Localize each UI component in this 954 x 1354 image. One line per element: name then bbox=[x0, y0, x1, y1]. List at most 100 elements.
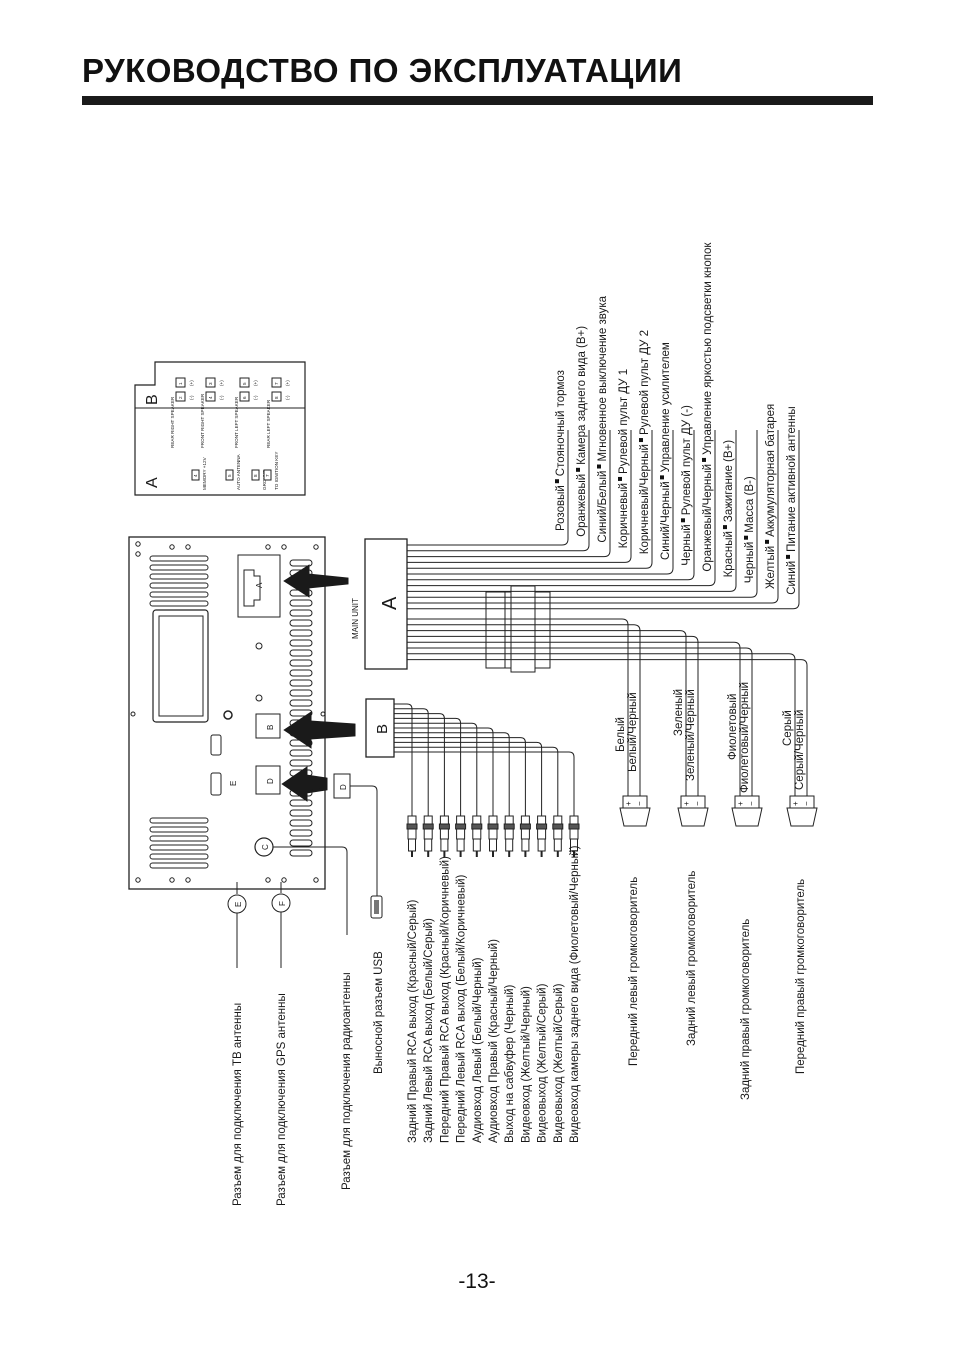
label-separator bbox=[744, 535, 748, 540]
pinout-a-label: AUTO ANTENNA bbox=[236, 453, 241, 490]
panel-hole bbox=[135, 551, 141, 557]
wire-color-label: Коричневый/Черный bbox=[639, 444, 651, 554]
panel-vent bbox=[289, 629, 313, 637]
speaker-connector-2: +− bbox=[677, 795, 709, 827]
title-rule bbox=[82, 96, 873, 105]
wire-function-label: Питание активной антенны bbox=[786, 406, 798, 552]
wire-a-8 bbox=[407, 430, 716, 587]
wire-color-label: Коричневый bbox=[618, 483, 630, 548]
speaker-wire-8 bbox=[407, 659, 808, 796]
panel-vent bbox=[149, 582, 209, 589]
panel-vent bbox=[289, 839, 313, 847]
wire-color-label: Оранжевый bbox=[576, 474, 588, 537]
pinout-b-pin bbox=[205, 377, 216, 388]
label-separator bbox=[660, 475, 664, 480]
panel-hole bbox=[313, 877, 319, 883]
pinout-b-sign: (-) bbox=[189, 395, 194, 400]
panel-vent bbox=[289, 659, 313, 667]
page-title: РУКОВОДСТВО ПО ЭКСПЛУАТАЦИИ bbox=[82, 52, 683, 89]
rca-label: Видеовыход (Желтый/Серый) bbox=[537, 983, 549, 1143]
panel-vent bbox=[289, 679, 313, 687]
connector-b-letter: B bbox=[374, 724, 391, 734]
rca-plug-11 bbox=[394, 751, 580, 857]
connector-d: D Выносной разъем USB bbox=[333, 773, 385, 1074]
pinout-a-pin-number: 4 bbox=[193, 474, 198, 477]
minus-sign: − bbox=[693, 801, 702, 806]
pinout-b-pin-number: 7 bbox=[274, 382, 279, 385]
panel-vent bbox=[149, 591, 209, 598]
plus-sign: + bbox=[791, 801, 800, 806]
panel-vent bbox=[289, 709, 313, 717]
panel-hole bbox=[135, 541, 141, 547]
wire-function-label: Зажигание (B+) bbox=[723, 440, 735, 522]
panel-vent bbox=[289, 599, 313, 607]
panel-hole bbox=[265, 544, 271, 550]
pinout-b-label: REAR LEFT SPEAKER bbox=[266, 399, 271, 448]
panel-vent bbox=[149, 826, 209, 833]
pinout-a-pin-number: 8 bbox=[253, 474, 258, 477]
panel-hole bbox=[185, 877, 191, 883]
pinout-a-label: TO IGNITION KEY bbox=[274, 452, 279, 490]
radio-antenna-label: Разъем для подключения радиоантенны bbox=[341, 972, 353, 1190]
wire-color-label: Черный bbox=[744, 542, 756, 584]
main-unit-label: MAIN UNIT bbox=[351, 598, 360, 639]
pinout-b-pin-number: 1 bbox=[178, 382, 183, 385]
wire-function-label: Рулевой пульт ДУ 2 bbox=[639, 330, 651, 435]
wire-function-label: Рулевой пульт ДУ 1 bbox=[618, 369, 630, 474]
port-c-label: C bbox=[261, 844, 270, 850]
pinout-b-sign: (+) bbox=[285, 380, 290, 386]
wire-color-label: Желтый bbox=[765, 546, 777, 589]
panel-vent bbox=[289, 619, 313, 627]
port-b-panel-label: B bbox=[266, 725, 275, 730]
label-separator bbox=[702, 457, 706, 462]
speaker-label: Передний левый громкоговоритель bbox=[628, 877, 640, 1066]
wire-color-label: Черный bbox=[681, 524, 693, 566]
connector-b: B bbox=[365, 698, 395, 758]
pinout-b-pin bbox=[271, 391, 282, 402]
minus-sign: − bbox=[635, 801, 644, 806]
pinout-b-pin-number: 5 bbox=[242, 382, 247, 385]
speaker-wire-6 bbox=[407, 647, 753, 796]
label-separator bbox=[786, 554, 790, 559]
pinout-b-label: FRONT LEFT SPEAKER bbox=[234, 396, 239, 448]
arrow-b bbox=[283, 711, 356, 749]
pinout-b-pin-number: 8 bbox=[274, 396, 279, 399]
pinout-a-pin bbox=[191, 469, 200, 481]
connector-e-letter: E bbox=[234, 902, 243, 907]
rca-label: Видеовход (Желтый/Черный) bbox=[520, 986, 532, 1143]
pinout-b-pin-number: 6 bbox=[242, 396, 247, 399]
rca-plug-1 bbox=[394, 703, 418, 857]
panel-hole bbox=[169, 877, 175, 883]
label-separator bbox=[576, 467, 580, 472]
connector-a-letter: A bbox=[379, 596, 401, 610]
panel-hole bbox=[265, 877, 271, 883]
tv-antenna-label: Разъем для подключения ТВ антенны bbox=[232, 1003, 244, 1206]
pinout-a-pin bbox=[251, 469, 260, 481]
label-separator bbox=[639, 438, 643, 443]
wire-a-7 bbox=[407, 430, 695, 581]
wire-label-a-4: Коричневый Рулевой пульт ДУ 1 bbox=[618, 369, 630, 548]
pinout-b-sign: (+) bbox=[253, 380, 258, 386]
pinout-letter-b: B bbox=[144, 394, 161, 405]
plus-sign: + bbox=[736, 801, 745, 806]
panel-vent bbox=[289, 669, 313, 677]
minus-sign: − bbox=[747, 801, 756, 806]
pinout-b-sign: (-) bbox=[285, 395, 290, 400]
pinout-letter-a: A bbox=[144, 477, 161, 488]
speaker-wire-label: Зеленый bbox=[673, 689, 685, 736]
label-separator bbox=[618, 476, 622, 481]
wire-a-2 bbox=[407, 430, 590, 552]
panel-vent bbox=[149, 853, 209, 860]
panel-vent bbox=[149, 555, 209, 562]
panel-hole bbox=[281, 877, 287, 883]
wire-a-1 bbox=[407, 430, 569, 546]
pinout-a-label: MEMORY +12V bbox=[202, 456, 207, 490]
rca-label: Аудиовход Левый (Белый/Черный) bbox=[472, 957, 484, 1143]
pinout-b-sign: (+) bbox=[189, 380, 194, 386]
port-d-panel-label: D bbox=[266, 778, 275, 784]
speaker-label: Задний левый громкоговоритель bbox=[686, 871, 698, 1046]
